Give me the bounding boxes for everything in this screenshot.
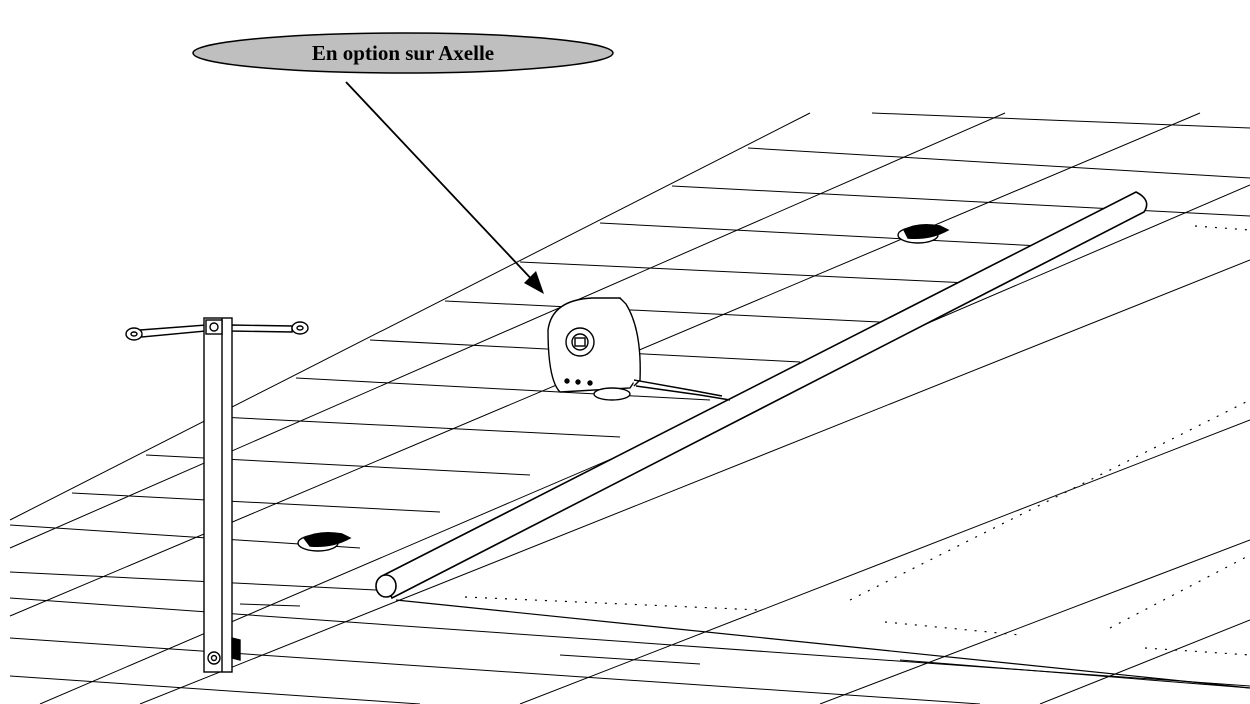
strap-fastener <box>297 223 950 552</box>
roller-tube <box>375 191 1250 689</box>
crank-handle-post <box>125 317 309 673</box>
motor-housing <box>547 297 731 401</box>
callout-label: En option sur Axelle <box>312 41 494 65</box>
callout-arrow <box>345 81 539 287</box>
callout-arrowhead <box>524 271 544 294</box>
callout-bubble <box>192 32 614 74</box>
callout: En option sur Axelle <box>192 32 614 294</box>
hidden-pool-edges <box>464 225 1250 656</box>
tiled-deck <box>9 112 1250 704</box>
